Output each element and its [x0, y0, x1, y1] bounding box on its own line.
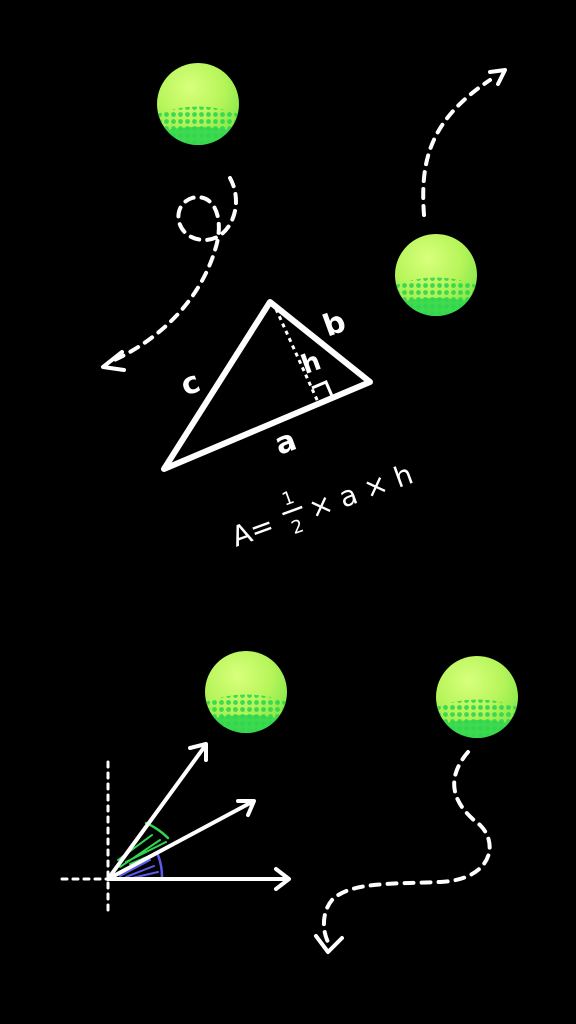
formula-denominator: 2 — [289, 515, 307, 539]
golf-ball-icon — [205, 651, 287, 733]
triangle-label-c: c — [176, 364, 205, 403]
angle-vectors-icon — [60, 742, 291, 912]
formula-lhs: A= — [227, 508, 278, 554]
triangle-label-b: b — [318, 304, 350, 344]
dashed-arrow-icon — [421, 68, 507, 217]
triangle-label-h: h — [297, 346, 325, 381]
dashed-arrow-icon — [314, 750, 492, 954]
golf-ball-icon — [157, 63, 239, 145]
area-formula: A= 1 2 × a × h — [227, 457, 417, 554]
golf-ball-icon — [436, 656, 518, 738]
golf-ball-icon — [395, 234, 477, 316]
formula-rhs: × a × h — [304, 457, 417, 525]
dashed-arrow-icon — [101, 176, 238, 372]
formula-numerator: 1 — [279, 487, 297, 511]
triangle-label-a: a — [270, 423, 301, 463]
triangle-diagram-icon: c b h a A= 1 2 × a × h — [161, 299, 417, 554]
